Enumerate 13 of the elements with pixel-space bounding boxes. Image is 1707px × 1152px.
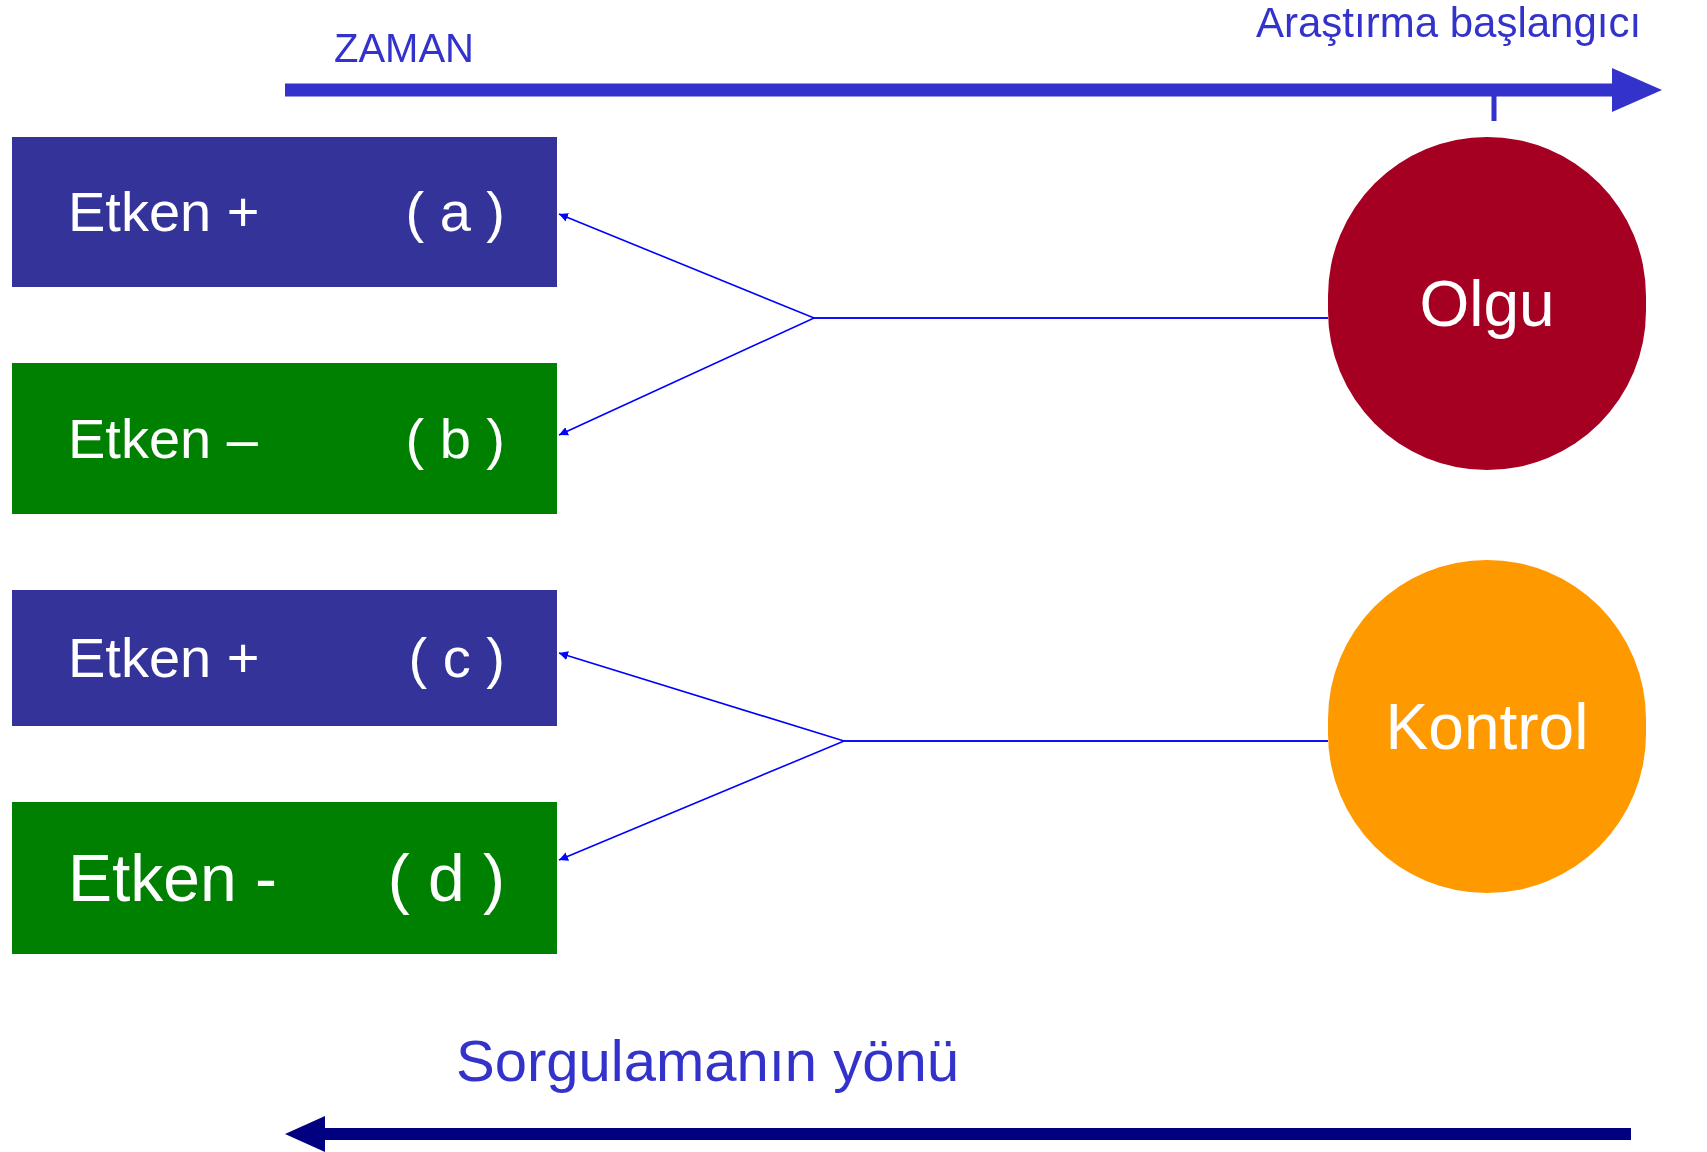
axis-label: Araştırma başlangıcı (1256, 2, 1642, 44)
node-label: Etken – (68, 410, 258, 467)
node-label: Etken + (68, 630, 260, 686)
arrow (558, 317, 1329, 436)
axis-label: ZAMAN (334, 28, 474, 68)
factor-box (12, 363, 557, 514)
arrow (558, 740, 1329, 861)
node-label: Etken + (68, 184, 260, 240)
factor-box (12, 137, 557, 287)
node-label: Kontrol (1385, 694, 1589, 759)
factor-box (12, 590, 557, 726)
node-label: Etken - (68, 845, 278, 911)
factor-box (12, 802, 557, 954)
